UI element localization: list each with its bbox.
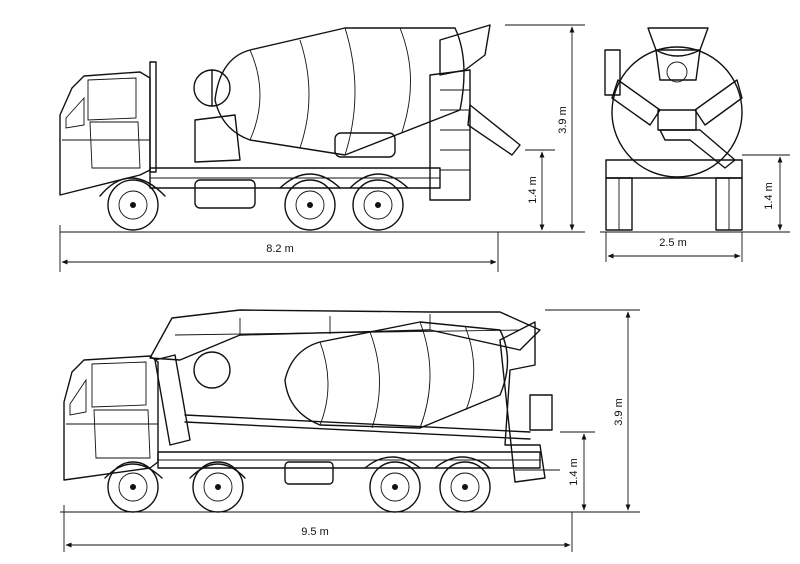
rear-width-dimension: 2.5 m: [605, 232, 743, 262]
bottom-height-dimension: 3.9 m 1.4 m: [545, 309, 640, 513]
bottom-length-dimension: 9.5 m: [63, 505, 573, 552]
top-length-label: 8.2 m: [266, 243, 294, 255]
top-height-label: 3.9 m: [557, 106, 569, 134]
bottom-length-label: 9.5 m: [301, 526, 329, 538]
rear-view-truck: [600, 27, 752, 233]
top-length-dimension: 8.2 m: [59, 225, 499, 272]
rear-width-label: 2.5 m: [659, 237, 687, 249]
top-height-dimension: 3.9 m 1.4 m: [505, 24, 585, 233]
wheel: [439, 461, 491, 513]
wheel: [352, 179, 404, 231]
wheel: [107, 461, 159, 513]
top-chassis-height-label: 1.4 m: [527, 176, 539, 204]
wheel: [107, 179, 159, 231]
top-side-view-truck: [59, 24, 545, 233]
wheel: [284, 179, 336, 231]
wheel: [369, 461, 421, 513]
rear-chassis-height-label: 1.4 m: [763, 182, 775, 210]
wheel: [192, 461, 244, 513]
bottom-side-view-truck: [60, 309, 580, 513]
rear-chassis-height-dimension: 1.4 m: [742, 154, 790, 233]
bottom-chassis-height-label: 1.4 m: [568, 458, 580, 486]
bottom-height-label: 3.9 m: [613, 398, 625, 426]
